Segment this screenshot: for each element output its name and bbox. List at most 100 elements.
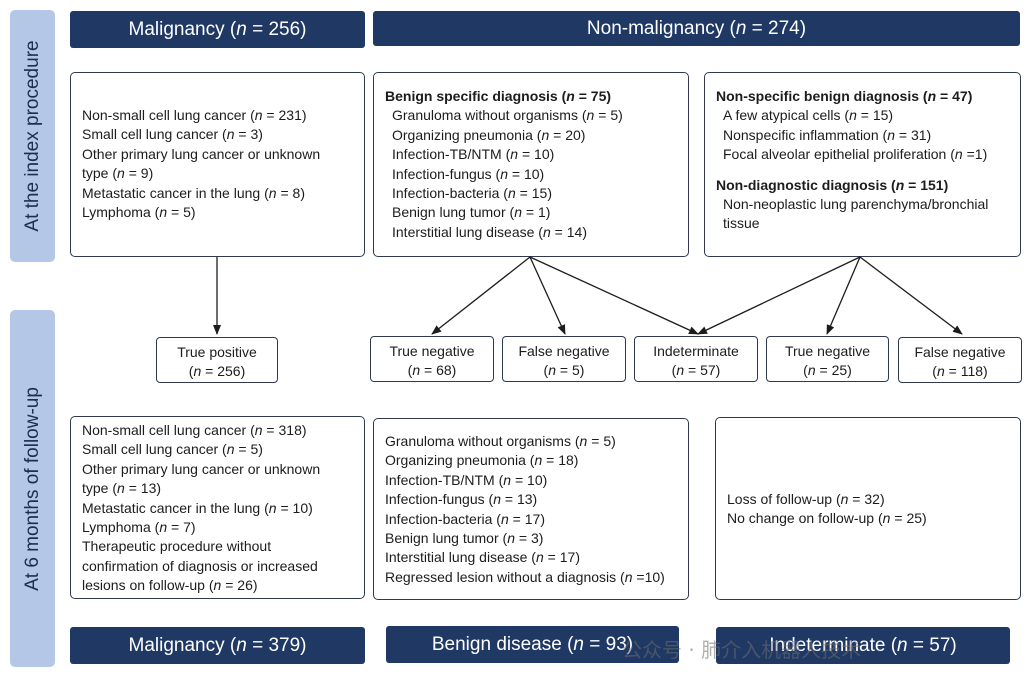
item-text: Organizing pneumonia [385, 452, 526, 469]
item-text: Other primary lung cancer or unknown [82, 145, 321, 162]
followup-indeterminate-box: Loss of follow-up (n = 32) No change on f… [715, 417, 1021, 600]
item-count: 10 [644, 568, 661, 585]
list-item: lesions on follow-up (n = 26) [82, 577, 258, 594]
item-count: 15 [531, 185, 548, 202]
header-count: 93 [605, 633, 627, 655]
list-item: Loss of follow-up (n = 32) [727, 491, 885, 507]
outcome-label: False negative [518, 343, 610, 359]
item-count: 5 [250, 441, 259, 458]
item-text: type [82, 165, 109, 182]
group-title: Benign specific diagnosis (n = 75) [385, 88, 612, 104]
item-text: Lymphoma [82, 204, 151, 221]
arrow [529, 256, 566, 335]
list-item: Metastatic cancer in the lung (n = 8) [82, 184, 306, 201]
list-item: Organizing pneumonia (n = 20) [392, 126, 586, 143]
outcome-false-negative-1: False negative (n = 5) [502, 336, 626, 382]
item-count: 1 [974, 146, 983, 163]
item-count: 7 [183, 519, 191, 536]
arrow [431, 256, 531, 335]
list-item: type (n = 13) [82, 480, 162, 497]
header-count: 274 [768, 17, 800, 39]
item-text: Granuloma without organisms [385, 433, 571, 449]
item-text: Focal alveolar epithelial proliferation [723, 146, 947, 163]
list-item: A few atypical cells (n = 15) [723, 107, 894, 124]
item-count: 5 [183, 204, 191, 221]
watermark: 公众号 · 肺介入机器人技术 [622, 638, 862, 662]
item-text: Interstitial lung disease [385, 549, 528, 566]
outcome-count: 25 [831, 362, 848, 378]
item-text: No change on follow-up [727, 510, 875, 527]
header-count: 57 [929, 634, 951, 656]
outcome-label: Indeterminate [653, 343, 739, 359]
followup-benign-box: Granuloma without organisms (n = 5) Organ… [373, 418, 689, 600]
outcome-indeterminate: Indeterminate (n = 57) [634, 336, 758, 382]
header-label: Malignancy [128, 18, 225, 40]
list-item: Interstitial lung disease (n = 17) [385, 549, 580, 566]
item-count: 10 [527, 471, 543, 488]
item-text: Infection-TB/NTM [385, 471, 495, 488]
malignancy-bottom-header: Malignancy (n = 379) [70, 627, 365, 664]
outcome-false-negative-2: False negative (n = 118) [898, 337, 1022, 383]
item-count: 32 [864, 491, 880, 507]
item-text: Other primary lung cancer or unknown [82, 460, 321, 477]
list-item: Other primary lung cancer or unknown [82, 145, 364, 164]
list-item: Infection-TB/NTM (n = 10) [392, 146, 555, 163]
benign-bottom-header: Benign disease (n = 93) [386, 626, 679, 663]
list-item: type (n = 9) [82, 165, 154, 182]
item-text: Lymphoma [82, 519, 151, 536]
group-title-text: Non-diagnostic diagnosis [716, 176, 888, 193]
item-text: Metastatic cancer in the lung [82, 184, 261, 201]
list-item: Small cell lung cancer (n = 3) [82, 126, 263, 143]
list-item: Non-small cell lung cancer (n = 231) [82, 107, 307, 123]
item-count: 13 [516, 491, 533, 508]
item-count: 8 [292, 184, 301, 201]
malignancy-top-header: Malignancy (n = 256) [70, 11, 365, 48]
list-item: Regressed lesion without a diagnosis (n … [385, 568, 665, 585]
item-count: 25 [906, 510, 923, 527]
outcome-true-negative-1: True negative (n = 68) [370, 336, 494, 382]
header-label: Non-malignancy [586, 17, 725, 39]
list-item: Infection-fungus (n = 10) [392, 165, 545, 182]
outcome-count: 68 [436, 362, 452, 378]
item-text: Granuloma without organisms [392, 107, 578, 124]
list-item: Granuloma without organisms (n = 5) [385, 433, 616, 449]
item-text: Benign lung tumor [385, 530, 499, 547]
item-text: Therapeutic procedure without [82, 538, 272, 555]
list-item: Infection-TB/NTM (n = 10) [385, 471, 548, 488]
list-item: tissue [716, 214, 1020, 233]
header-count: 379 [268, 634, 301, 656]
item-text: Non-small cell lung cancer [82, 107, 247, 123]
followup-malignancy-box: Non-small cell lung cancer (n = 318) Smal… [70, 416, 365, 599]
item-count: 15 [872, 107, 889, 124]
indeterminate-bottom-header: Indeterminate (n = 57) [716, 627, 1010, 664]
list-item: Infection-fungus (n = 13) [385, 491, 538, 508]
outcome-true-negative-2: True negative (n = 25) [766, 336, 889, 382]
outcome-label: True positive [177, 344, 257, 360]
list-item: Granuloma without organisms (n = 5) [392, 107, 623, 124]
item-count: 17 [559, 549, 576, 566]
item-text: tissue [723, 215, 760, 232]
followup-sidebar: At 6 months of follow-up [10, 310, 55, 667]
item-text: confirmation of diagnosis or increased [82, 557, 318, 574]
list-item: Organizing pneumonia (n = 18) [385, 452, 579, 469]
index-nonspecific-box: Non-specific benign diagnosis (n = 47)A … [704, 72, 1021, 257]
item-count: 13 [140, 480, 157, 497]
nonmalignancy-top-header: Non-malignancy (n = 274) [373, 11, 1020, 46]
header-label: Indeterminate [769, 634, 886, 656]
item-text: Benign lung tumor [392, 204, 506, 221]
item-text: Metastatic cancer in the lung [82, 499, 261, 516]
item-count: 26 [237, 577, 253, 594]
item-text: Small cell lung cancer [82, 441, 219, 458]
list-item: Infection-bacteria (n = 17) [385, 510, 545, 527]
item-text: Infection-bacteria [385, 510, 493, 527]
item-text: Regressed lesion without a diagnosis [385, 568, 617, 585]
list-item: Non-small cell lung cancer (n = 318) [82, 422, 307, 438]
item-count: 3 [530, 530, 539, 547]
item-count: 9 [140, 165, 149, 182]
list-item: Metastatic cancer in the lung (n = 10) [82, 499, 313, 516]
item-count: 3 [250, 126, 259, 143]
arrow [697, 256, 861, 335]
arrow [826, 256, 861, 335]
item-text: lesions on follow-up [82, 577, 205, 594]
header-label: Malignancy [128, 634, 225, 656]
